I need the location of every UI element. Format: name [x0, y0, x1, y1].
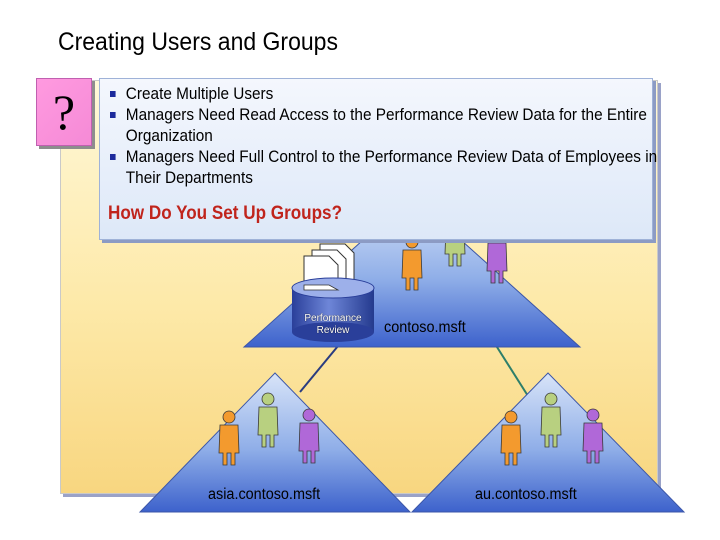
left-domain-label: asia.contoso.msft — [208, 486, 321, 503]
list-item: Create Multiple Users — [110, 84, 661, 105]
database-icon — [291, 277, 375, 342]
bullet-marker — [110, 112, 116, 118]
bullet-marker — [110, 154, 116, 160]
question-heading: How Do You Set Up Groups? — [108, 203, 343, 224]
list-item: Managers Need Read Access to the Perform… — [110, 105, 661, 147]
list-item: Managers Need Full Control to the Perfor… — [110, 147, 661, 189]
question-icon-box: ? — [36, 78, 92, 146]
right-domain-label: au.contoso.msft — [475, 486, 577, 503]
database-label: Performance Review — [304, 313, 362, 336]
question-mark-icon: ? — [52, 84, 76, 140]
bullet-marker — [110, 91, 116, 97]
top-domain-label: contoso.msft — [384, 319, 466, 336]
info-box: Create Multiple Users Managers Need Read… — [99, 78, 657, 240]
left-domain-triangle[interactable] — [138, 372, 412, 513]
slide-title: Creating Users and Groups — [58, 28, 338, 56]
requirements-list: Create Multiple Users Managers Need Read… — [110, 84, 657, 189]
